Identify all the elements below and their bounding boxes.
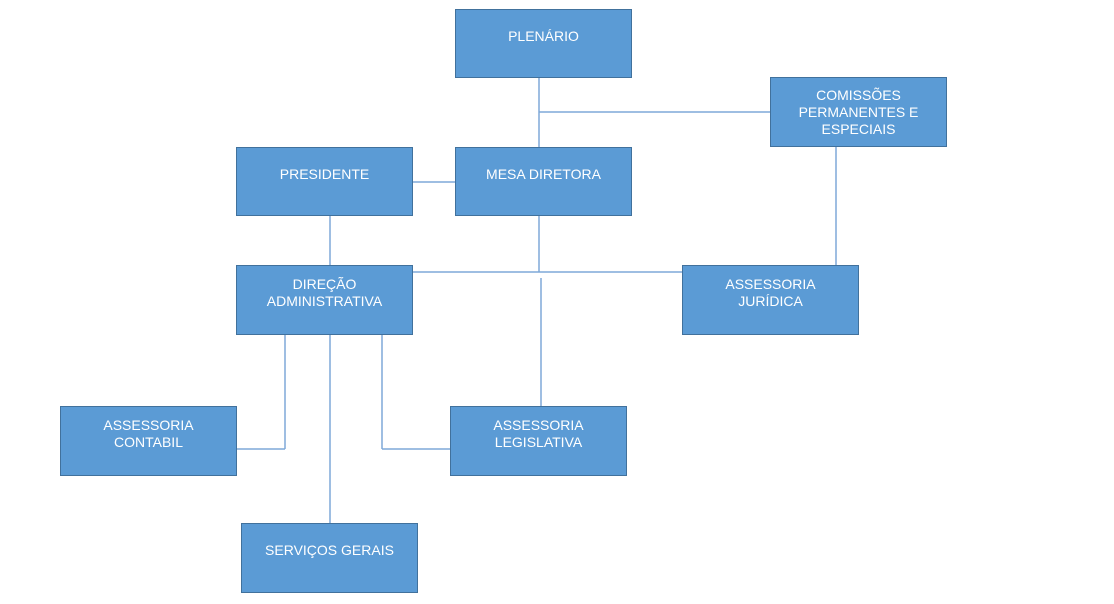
node-label-line: MESA DIRETORA xyxy=(486,166,601,182)
node-servicos-gerais: SERVIÇOS GERAIS xyxy=(241,523,418,593)
node-label-line: ASSESSORIA xyxy=(493,417,584,433)
node-label-line: DIREÇÃO xyxy=(292,276,357,292)
node-assessoria-contabil: ASSESSORIA CONTABIL xyxy=(60,406,237,476)
node-label-line: ADMINISTRATIVA xyxy=(266,293,383,309)
node-assessoria-legislativa: ASSESSORIA LEGISLATIVA xyxy=(450,406,627,476)
node-comissoes-permanentes-especiais: COMISSÕES PERMANENTES E ESPECIAIS xyxy=(770,77,947,147)
node-presidente: PRESIDENTE xyxy=(236,147,413,216)
node-label-line: ESPECIAIS xyxy=(821,120,896,137)
node-label-line: ASSESSORIA xyxy=(725,276,816,292)
node-label-line: JURÍDICA xyxy=(738,293,803,309)
node-label-line: PERMANENTES E xyxy=(798,103,919,120)
node-label-line: PRESIDENTE xyxy=(279,166,370,182)
node-direcao-administrativa: DIREÇÃO ADMINISTRATIVA xyxy=(236,265,413,335)
node-label-line: COMISSÕES xyxy=(816,86,901,103)
node-mesa-diretora: MESA DIRETORA xyxy=(455,147,632,216)
node-plenario: PLENÁRIO xyxy=(455,9,632,78)
node-label-line: LEGISLATIVA xyxy=(494,434,583,450)
node-label-line: PLENÁRIO xyxy=(508,28,579,44)
node-label-line: ASSESSORIA xyxy=(103,417,194,433)
node-label-line: SERVIÇOS GERAIS xyxy=(265,542,394,558)
node-label-line: CONTABIL xyxy=(114,434,183,450)
node-assessoria-juridica: ASSESSORIA JURÍDICA xyxy=(682,265,859,335)
